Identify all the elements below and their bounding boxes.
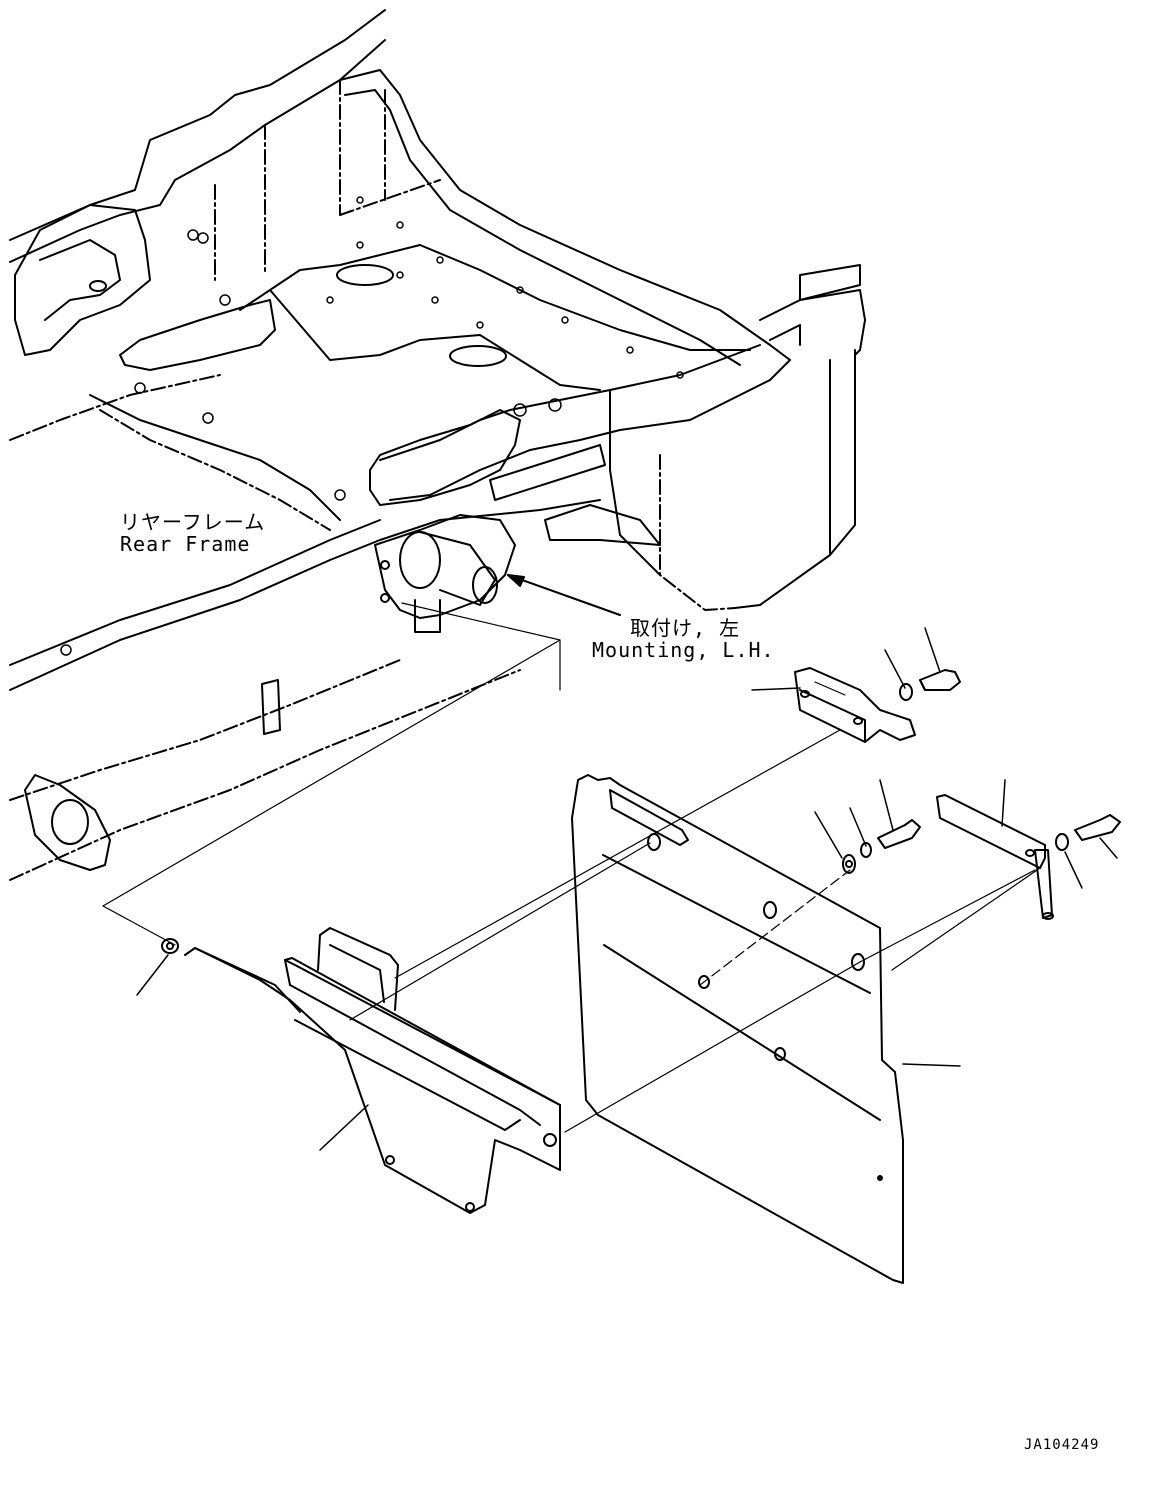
clamp-strip (937, 795, 1053, 919)
assembly-lines (103, 640, 1040, 1132)
bolt-and-washer-1 (900, 670, 960, 700)
handle-bracket (162, 928, 560, 1213)
hook-bracket (795, 668, 915, 742)
mud-flap (572, 775, 903, 1283)
mounting-label-jp: 取付け, 左 (630, 616, 741, 640)
mounting-label-en: Mounting, L.H. (592, 638, 775, 662)
rear-frame-label-jp: リヤーフレーム (120, 510, 266, 534)
rear-frame-label-en: Rear Frame (120, 532, 251, 556)
drawing-code: JA104249 (1024, 1437, 1100, 1453)
rear-frame (10, 10, 865, 880)
bolt-and-washer-2 (843, 815, 1120, 873)
leader-lines (137, 628, 1117, 1150)
